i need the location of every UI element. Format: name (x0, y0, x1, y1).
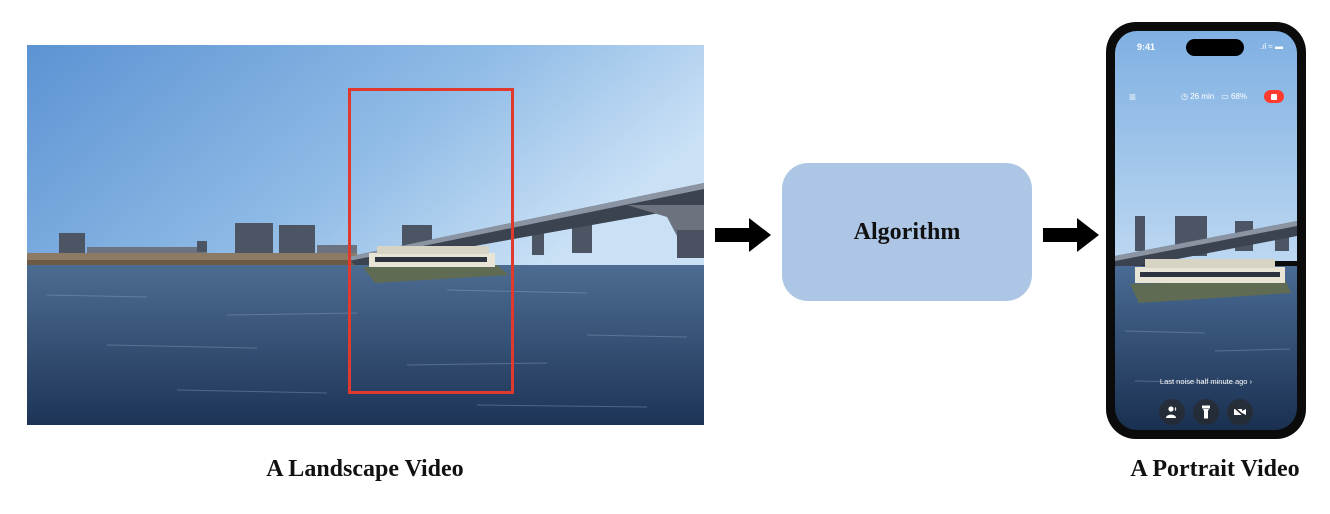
talk-icon (1166, 406, 1177, 418)
boat (1130, 259, 1291, 303)
status-icons: .ıl ≈ ▬ (1259, 42, 1283, 51)
status-time: 9:41 (1137, 42, 1156, 52)
crop-region-box (348, 88, 514, 394)
menu-icon[interactable]: ≡ (1129, 90, 1137, 104)
portrait-video: 9:41 .ıl ≈ ▬ ≡ ◷ 26 min ▭ 68% Last noise… (1115, 31, 1297, 430)
video-toggle-button[interactable] (1227, 399, 1253, 425)
recording-info: ◷ 26 min ▭ 68% (1181, 92, 1247, 101)
duration-label: ◷ 26 min (1181, 92, 1215, 101)
dynamic-island (1186, 39, 1244, 56)
right-arrow-icon (1043, 218, 1099, 252)
landscape-caption: A Landscape Video (266, 456, 464, 482)
stop-button[interactable] (1264, 90, 1284, 103)
right-arrow-icon (715, 218, 771, 252)
noise-status-link[interactable]: Last noise half minute ago › (1159, 377, 1253, 386)
flashlight-icon (1202, 405, 1210, 419)
phone-mockup: 9:41 .ıl ≈ ▬ ≡ ◷ 26 min ▭ 68% Last noise… (1106, 22, 1306, 439)
landscape-scene (27, 45, 704, 425)
portrait-caption: A Portrait Video (1130, 456, 1300, 482)
flashlight-button[interactable] (1193, 399, 1219, 425)
portrait-scene (1115, 31, 1297, 430)
boat (363, 246, 509, 283)
algorithm-label: Algorithm (853, 218, 961, 245)
algorithm-box: Algorithm (782, 163, 1032, 301)
battery-label: ▭ 68% (1221, 92, 1248, 101)
stop-icon (1271, 93, 1277, 100)
landscape-video (27, 45, 704, 425)
talk-button[interactable] (1159, 399, 1185, 425)
video-off-icon (1233, 406, 1246, 418)
